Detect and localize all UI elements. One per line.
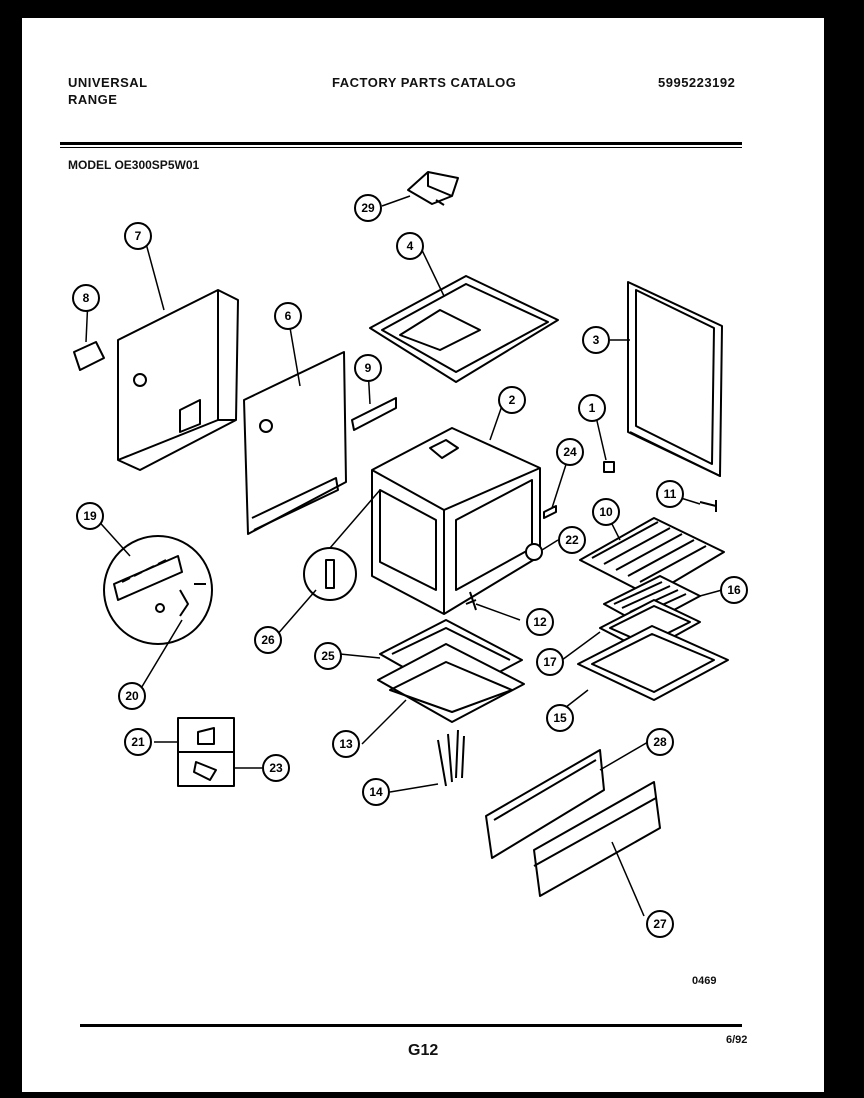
callout-19: 19 [76, 502, 104, 530]
part-6-rear-panel [243, 351, 347, 535]
scan-edge-top [0, 0, 864, 18]
callout-9: 9 [354, 354, 382, 382]
callout-15: 15 [546, 704, 574, 732]
scan-edge-bottom [0, 1092, 864, 1098]
callout-11: 11 [656, 480, 684, 508]
svg-text:7: 7 [135, 229, 142, 243]
svg-text:6: 6 [285, 309, 292, 323]
svg-text:15: 15 [553, 711, 567, 725]
svg-text:13: 13 [339, 737, 353, 751]
svg-text:25: 25 [321, 649, 335, 663]
svg-text:10: 10 [599, 505, 613, 519]
svg-text:8: 8 [83, 291, 90, 305]
callout-29: 29 [354, 194, 382, 222]
callout-25: 25 [314, 642, 342, 670]
part-14-legs [437, 729, 465, 787]
callout-27: 27 [646, 910, 674, 938]
svg-text:9: 9 [365, 361, 372, 375]
part-29-bracket [407, 171, 459, 206]
callout-17: 17 [536, 648, 564, 676]
callout-2: 2 [498, 386, 526, 414]
callout-12: 12 [526, 608, 554, 636]
brand-line-2: RANGE [68, 92, 118, 107]
svg-text:4: 4 [407, 239, 414, 253]
svg-text:24: 24 [563, 445, 577, 459]
callout-4: 4 [396, 232, 424, 260]
callout-26: 26 [254, 626, 282, 654]
callout-20: 20 [118, 682, 146, 710]
callout-7: 7 [124, 222, 152, 250]
part-8-plate [73, 341, 105, 371]
scan-edge-left [0, 0, 22, 1098]
svg-text:12: 12 [533, 615, 547, 629]
svg-text:3: 3 [593, 333, 600, 347]
svg-text:17: 17 [543, 655, 557, 669]
part-21-23-box [177, 717, 235, 787]
callout-16: 16 [720, 576, 748, 604]
part-3-back-panel [627, 281, 723, 477]
svg-text:20: 20 [125, 689, 139, 703]
svg-text:23: 23 [269, 761, 283, 775]
svg-text:22: 22 [565, 533, 579, 547]
scan-edge-right [824, 0, 864, 1098]
model-number: MODEL OE300SP5W01 [68, 158, 200, 172]
part-27-kick-panel [533, 781, 661, 897]
header-rule [60, 142, 742, 145]
page-id: G12 [408, 1042, 439, 1059]
catalog-number: 5995223192 [658, 75, 736, 90]
footer-rule [80, 1024, 742, 1027]
svg-text:2: 2 [509, 393, 516, 407]
callout-24: 24 [556, 438, 584, 466]
callout-13: 13 [332, 730, 360, 758]
callout-6: 6 [274, 302, 302, 330]
part-13-base-pan [377, 643, 525, 723]
part-24-bar [543, 505, 557, 519]
callout-1: 1 [578, 394, 606, 422]
svg-text:29: 29 [361, 201, 375, 215]
part-4-cooktop [369, 275, 559, 383]
header-rule-thin [60, 147, 742, 148]
svg-text:16: 16 [727, 583, 741, 597]
callout-8: 8 [72, 284, 100, 312]
part-10-oven-rack [579, 517, 725, 597]
catalog-title: FACTORY PARTS CATALOG [332, 75, 517, 90]
callout-group: 29 4 7 8 6 9 3 2 1 24 11 10 22 19 16 12 … [72, 194, 748, 938]
callout-28: 28 [646, 728, 674, 756]
print-date: 6/92 [726, 1034, 748, 1046]
part-1-clip [603, 461, 615, 473]
part-12-pin [465, 591, 477, 611]
part-15-drip-tray [577, 625, 729, 701]
svg-text:1: 1 [589, 401, 596, 415]
callout-21: 21 [124, 728, 152, 756]
part-28-door-panel [485, 749, 605, 859]
svg-text:14: 14 [369, 785, 383, 799]
part-26-detail [303, 547, 357, 601]
brand-line-1: UNIVERSAL [68, 75, 148, 90]
part-7-side-panel [117, 289, 239, 471]
callout-23: 23 [262, 754, 290, 782]
svg-text:27: 27 [653, 917, 667, 931]
svg-text:21: 21 [131, 735, 145, 749]
svg-text:28: 28 [653, 735, 667, 749]
callout-3: 3 [582, 326, 610, 354]
part-22-grommet [525, 543, 543, 561]
callout-14: 14 [362, 778, 390, 806]
callout-22: 22 [558, 526, 586, 554]
part-19-20-detail [103, 535, 213, 645]
svg-text:26: 26 [261, 633, 275, 647]
figure-number: 0469 [692, 975, 717, 987]
part-2-oven-frame [371, 427, 541, 615]
svg-text:19: 19 [83, 509, 97, 523]
callout-10: 10 [592, 498, 620, 526]
svg-text:11: 11 [664, 487, 677, 501]
part-9-bracket [351, 397, 397, 431]
part-11-bolt [699, 500, 717, 512]
